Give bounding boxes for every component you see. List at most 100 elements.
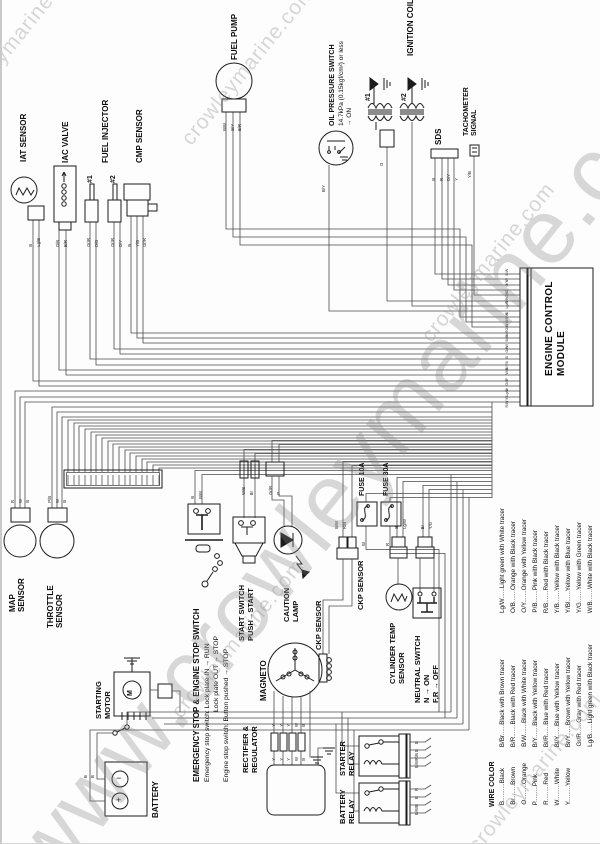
starter-relay-label: STARTER RELAY	[338, 741, 356, 776]
legend-entry: Bl/R......Blue with Red tracer	[543, 667, 550, 747]
wire-label: O/Y	[446, 173, 451, 181]
map-sensor-label: MAP SENSOR	[8, 578, 27, 612]
wire-label: B	[28, 244, 33, 247]
wire-label: W	[293, 757, 299, 761]
magneto-output-wires	[270, 691, 335, 765]
starting-motor-label: STARTING MOTOR	[94, 681, 112, 719]
wire-label: B	[394, 526, 399, 529]
cylinder-temp-sensor-symbol	[385, 536, 413, 611]
wire-label: Y	[271, 758, 276, 761]
wire-label: R/B	[414, 753, 419, 760]
battery-wire-label-2: B	[83, 775, 88, 778]
emergency-stop-title: EMERGENCY STOP & ENGINE STOP SWITCH	[192, 608, 201, 782]
legend-entry: B..........Black	[499, 767, 506, 805]
wire-label: Gr/R	[110, 238, 115, 247]
ecm-pin-label: O/B	[505, 346, 509, 353]
battery-relay-symbol	[358, 780, 432, 826]
fuel-injector-symbols	[84, 183, 122, 223]
legend-entry: Y.........Yellow	[565, 767, 572, 805]
wire-label: B	[301, 724, 306, 727]
wire-label: Gr/R	[142, 238, 147, 247]
starting-motor-symbol	[112, 657, 181, 736]
neutral-switch-symbol	[412, 536, 442, 619]
legend-entry: B/W.......Black with White tracer	[521, 659, 528, 747]
legend-entry: P.........Pink	[532, 773, 539, 805]
wire-label: B/W	[222, 123, 227, 131]
wire-label: Y	[271, 724, 276, 727]
ignition-coil-label: IGNITION COIL	[406, 0, 415, 56]
wire-label: B/R	[237, 124, 242, 131]
legend-entry: R/B.......Red with Black tracer	[543, 530, 550, 613]
legend-entry: O/Y.......Orange with Yellow tracer	[521, 519, 528, 613]
wire-label: W/B	[241, 487, 246, 495]
iac-valve-label: IAC VALVE	[61, 121, 70, 163]
wire-label: R/B	[341, 522, 347, 529]
harness-connector-strip-symbol	[63, 469, 163, 489]
wire-label: Lg/B	[35, 238, 41, 247]
wire-label: O/B	[93, 239, 99, 247]
oil-pressure-switch-symbol	[318, 130, 354, 166]
battery-label: BATTERY	[151, 781, 160, 818]
wire-label: B/W	[414, 760, 419, 768]
battery-relay-label: BATTERY RELAY	[338, 789, 356, 824]
fuel-pump-symbol	[215, 62, 253, 113]
wire-label: B	[414, 741, 419, 744]
wire-label: Y/G	[427, 521, 433, 529]
ckp-sensor-connector-label: CKP SENSOR	[356, 560, 365, 610]
wire-label: Y	[278, 724, 284, 727]
emergency-stop-line1: Emergency stop switch: Lock plate IN → R…	[204, 643, 211, 782]
wire-label: Y	[453, 178, 459, 181]
wire-label: W	[293, 723, 299, 727]
wire-label: B	[414, 804, 419, 807]
legend-entry: W.........White	[554, 767, 561, 805]
wire-label: B	[127, 244, 132, 247]
wire-label: R	[10, 499, 15, 503]
engine-control-module-symbol	[502, 267, 594, 407]
wire-label: P	[275, 492, 281, 495]
emergency-stop-line2: Lock plate OUT → STOP	[213, 635, 220, 712]
ckp-sensor-connector-symbol	[322, 536, 359, 654]
coil-1-label: #1	[365, 93, 372, 101]
wire-label: O/Y	[117, 239, 123, 247]
ecm-pin-label: R/B	[505, 401, 509, 408]
tachometer-connector-symbol	[469, 144, 480, 157]
emergency-stop-line3: Engine stop switch: Button pushed → STOP	[223, 648, 230, 782]
wire-label: Y	[286, 758, 291, 761]
oil-pressure-switch-label: OIL PRESSURE SWITCH	[329, 44, 336, 126]
ecm-pin-label: B/Br	[505, 334, 509, 342]
wire-label: Y	[278, 758, 284, 761]
ecm-pin-label: W/B	[505, 367, 509, 375]
injector-1-label: #1	[87, 175, 94, 183]
ckp-sensor-coil-label: CKP SENSOR	[314, 600, 323, 650]
legend-entry: B/Y.......Black with Yellow tracer	[532, 659, 539, 747]
fuel-injector-label: FUEL INJECTOR	[101, 99, 110, 163]
fuel-pump-label: FUEL PUMP	[230, 13, 239, 60]
magneto-symbol	[267, 642, 332, 698]
wire-label: Gr/R	[268, 486, 273, 495]
map-sensor-symbol	[3, 507, 37, 558]
legend-entry: W/B.......White with Black tracer	[587, 524, 594, 613]
throttle-sensor-label: THROTTLE SENSOR	[46, 585, 65, 628]
neutral-switch-label: NEUTRAL SWITCH N → ON F,R → OFF	[413, 635, 440, 703]
legend-entry: Y/Bl......Yellow with Blue tracer	[565, 527, 572, 613]
wire-label: O/B	[55, 239, 60, 247]
wire-label: B	[25, 500, 30, 503]
wire-bundle-harness-connector	[67, 419, 492, 472]
battery-plus-sign: +	[116, 795, 122, 805]
wire-label: Y	[286, 724, 291, 727]
fuse-10a-symbol	[356, 501, 378, 527]
rectifier-regulator-symbol	[266, 764, 326, 816]
wire-label: B	[190, 496, 195, 499]
legend-entry: B/Br......Black with Brown tracer	[499, 658, 506, 747]
